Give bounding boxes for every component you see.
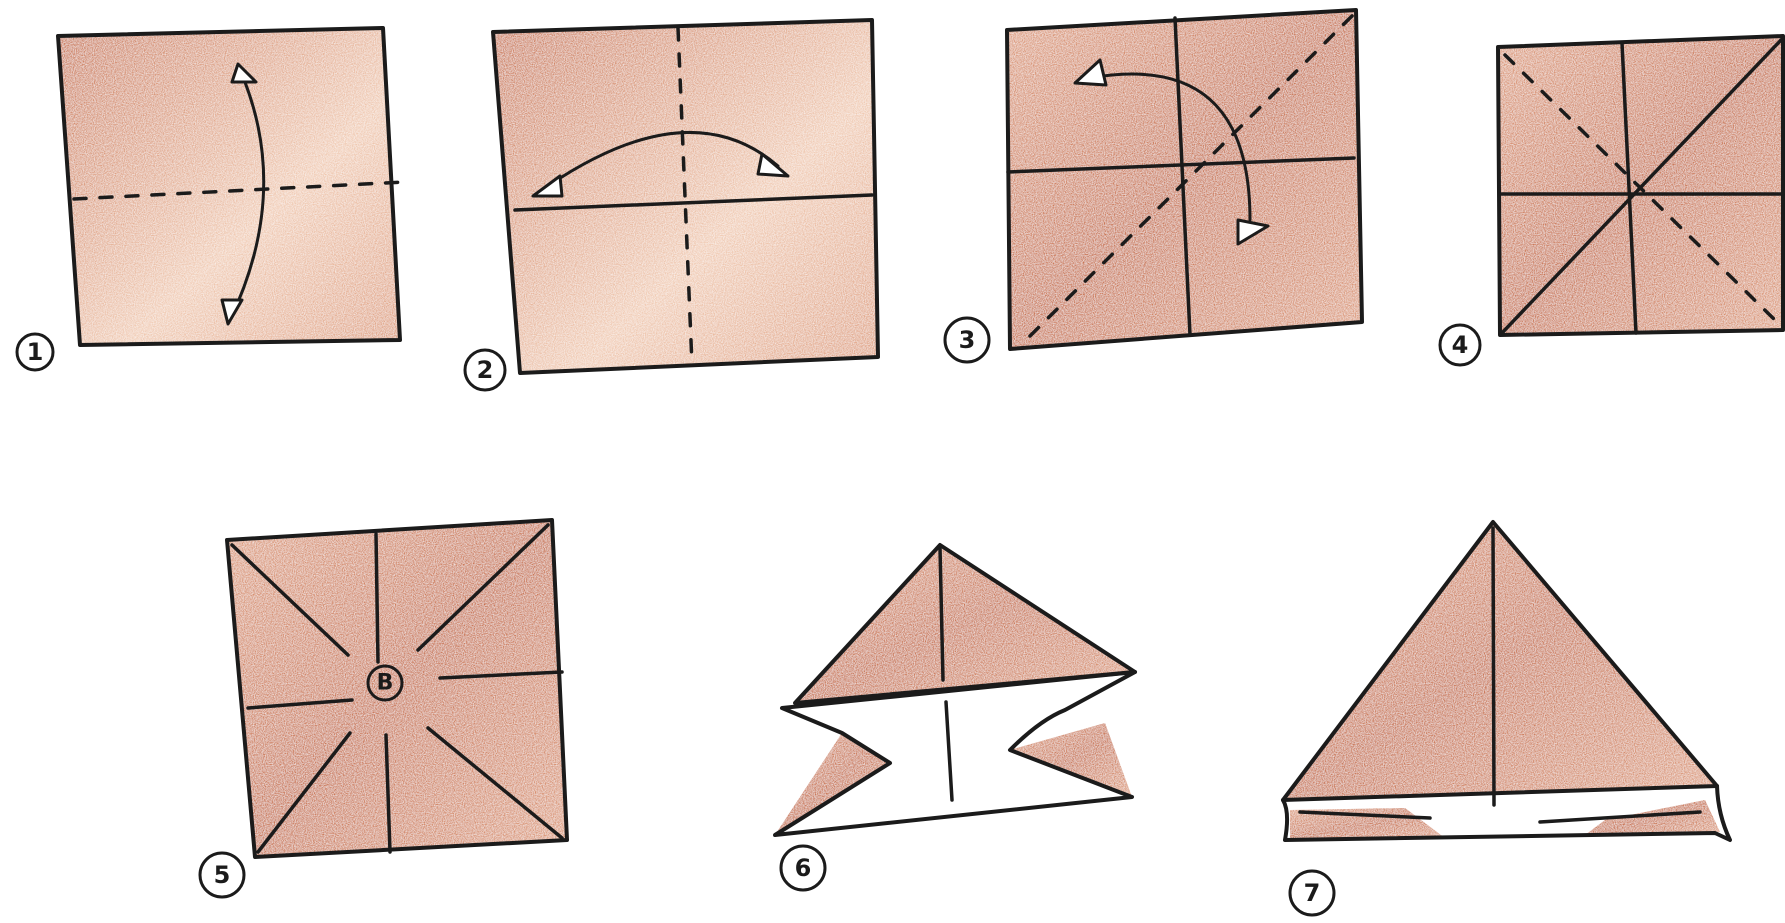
fold-arrow-line	[546, 131, 780, 188]
lower-layer-right	[1585, 800, 1720, 835]
right-flap	[1010, 723, 1132, 797]
valley-fold-line	[1503, 53, 1782, 327]
lower-layer-edge	[1281, 784, 1732, 842]
step-7: 7	[1281, 520, 1732, 917]
step-number-circle	[198, 851, 246, 899]
horizontal-fold-line	[1006, 156, 1356, 174]
arrow-head-right	[756, 152, 790, 178]
step-number: 5	[214, 861, 231, 889]
step-number: 1	[27, 338, 44, 366]
diagonal-fold-line	[1500, 38, 1783, 335]
main-triangle	[1283, 522, 1717, 800]
step-number-circle	[463, 348, 507, 392]
vertical-fold-line	[1620, 41, 1638, 335]
arrow-head-up	[230, 62, 258, 84]
valley-fold-line	[72, 180, 406, 201]
paper-square	[58, 28, 400, 345]
step-number: 2	[477, 356, 494, 384]
paper-square	[227, 520, 567, 857]
step-number: 4	[1452, 331, 1469, 359]
arrow-head-top	[1073, 58, 1108, 87]
center-crease	[944, 700, 954, 802]
top-triangle	[795, 545, 1135, 703]
center-label: B	[377, 671, 394, 696]
arrow-head-down	[220, 298, 244, 326]
step-number-circle	[1438, 323, 1482, 367]
diagonal-fold-line-top-right	[416, 523, 550, 652]
valley-fold-line	[1028, 10, 1358, 338]
step-5: B 5	[198, 518, 569, 899]
step-1: 1	[15, 26, 406, 372]
arrow-head-bottom	[1236, 218, 1270, 246]
step-number: 7	[1304, 879, 1321, 907]
paper-edge	[1496, 34, 1785, 337]
step-number-circle	[779, 844, 827, 892]
step-3: 3	[943, 8, 1364, 364]
paper-edge	[56, 26, 402, 347]
vertical-fold-line-bottom	[384, 733, 392, 854]
base-outline	[773, 670, 1137, 837]
horizontal-fold-line-right	[438, 670, 564, 680]
fold-arrow-line	[1088, 72, 1252, 222]
arrow-head-left	[531, 174, 564, 198]
diagonal-fold-line-bottom-right	[426, 726, 564, 840]
step-4: 4	[1438, 34, 1785, 367]
step-2: 2	[463, 18, 880, 392]
main-triangle-edge	[1281, 520, 1719, 802]
horizontal-fold-line	[513, 193, 874, 212]
valley-fold-line	[676, 26, 694, 367]
vertical-fold-line	[1173, 16, 1192, 337]
center-crease	[1491, 526, 1496, 807]
step-number-circle	[943, 316, 991, 364]
step-number-circle	[15, 332, 55, 372]
lower-inner-crease-right	[1538, 810, 1702, 824]
vertical-fold-line-top	[374, 532, 380, 664]
step-number: 6	[795, 854, 812, 882]
center-circle	[366, 664, 404, 702]
left-flap	[775, 733, 890, 835]
horizontal-fold-line-left	[246, 698, 354, 710]
top-triangle-center-crease	[938, 546, 945, 682]
step-6: 6	[773, 543, 1137, 892]
paper-edge	[225, 518, 569, 859]
diagonal-fold-line-top-left	[230, 543, 350, 657]
diagonal-fold-line-bottom-left	[256, 731, 352, 854]
step-number: 3	[959, 326, 976, 354]
paper-edge	[1005, 8, 1364, 351]
fold-arrow-line	[228, 68, 266, 322]
lower-inner-crease-left	[1298, 810, 1432, 820]
paper-edge	[491, 18, 880, 375]
step-number-circle	[1288, 869, 1336, 917]
